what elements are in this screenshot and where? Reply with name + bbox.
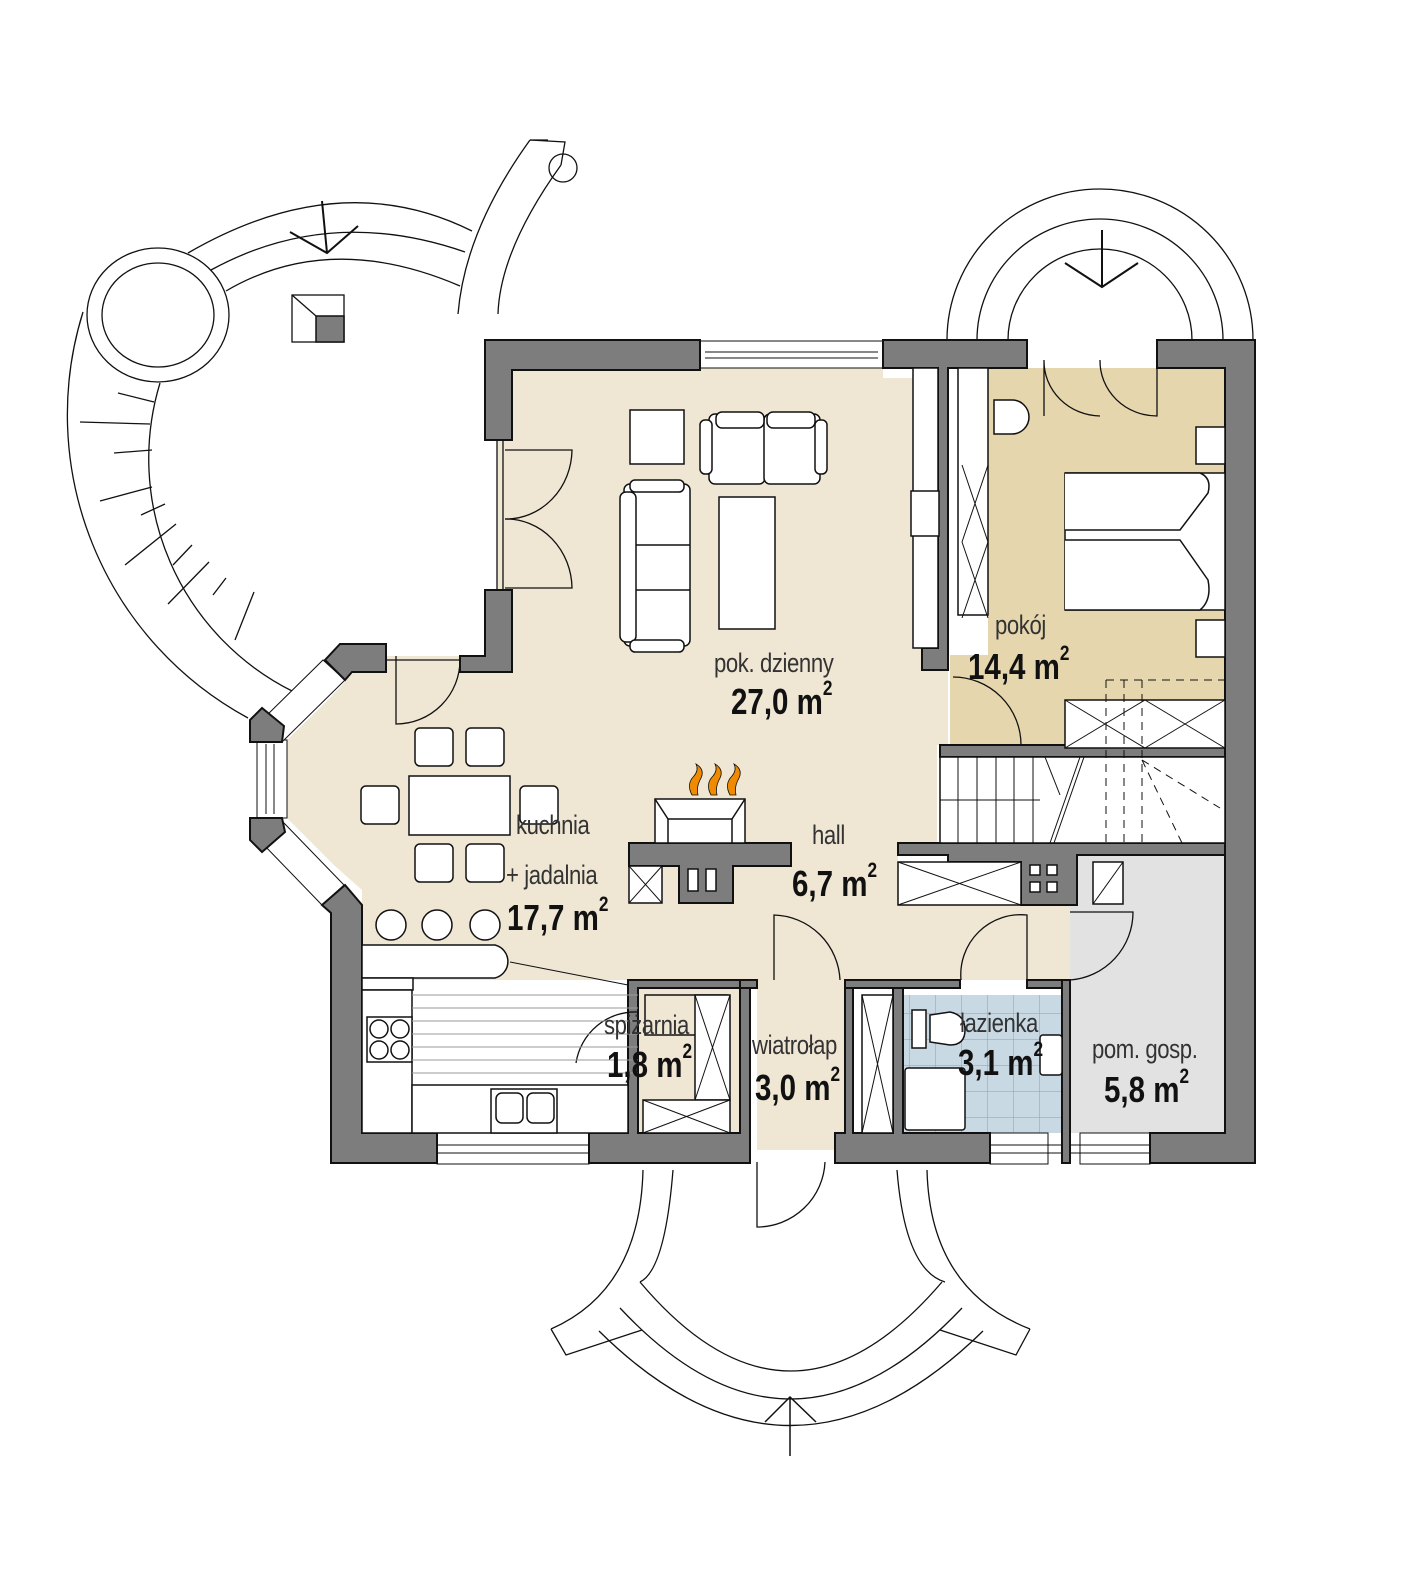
room-name: pok. dzienny [714, 648, 834, 678]
room-label-kitchen: kuchnia [516, 810, 590, 840]
room-area-bathroom: 3,1 m2 [958, 1038, 1044, 1083]
armchair-icon [629, 409, 685, 465]
coffee-table-icon [718, 496, 776, 630]
room-area-pantry: 1,8 m2 [607, 1040, 693, 1085]
sink-icon [490, 1088, 558, 1134]
bathroom-sink-icon [911, 1009, 927, 1049]
room-area-bedroom: 14,4 m2 [968, 642, 1070, 687]
sofa-icon [699, 411, 828, 485]
sofa-icon [619, 479, 691, 653]
toilet-icon [929, 1011, 966, 1046]
shower-icon [904, 1067, 966, 1131]
room-label-kitchen-2: + jadalnia [506, 860, 598, 890]
room-label-bedroom: pokój [995, 610, 1046, 640]
room-label-hall: hall [812, 820, 845, 850]
room-area-utility: 5,8 m2 [1104, 1065, 1190, 1110]
room-area-vestibule: 3,0 m2 [755, 1063, 841, 1108]
room-label-living: pok. dzienny [714, 650, 860, 677]
room-label-utility: pom. gosp. [1092, 1034, 1198, 1064]
entrance-terrace-icon [550, 1161, 1031, 1456]
stairs-icon [939, 679, 1226, 844]
dining-table-icon [360, 727, 559, 883]
chimney-icon [315, 315, 345, 343]
kitchen-floor-stripes [412, 961, 638, 1074]
fireplace-icon [654, 798, 746, 844]
room-area-living: 27,0 m2 [731, 677, 833, 722]
bay-terrace-icon [946, 188, 1254, 341]
flame-icon [689, 762, 741, 796]
room-label-pantry: spiżarnia [604, 1010, 689, 1040]
room-area-hall: 6,7 m2 [792, 859, 878, 904]
room-label-bathroom: łazienka [960, 1008, 1038, 1038]
room-label-vestibule: wiatrołap [752, 1030, 837, 1060]
room-area-kitchen: 17,7 m2 [507, 893, 609, 938]
stove-icon [366, 1016, 413, 1063]
chair-icon [993, 399, 1030, 435]
bed-icon [1064, 472, 1226, 611]
